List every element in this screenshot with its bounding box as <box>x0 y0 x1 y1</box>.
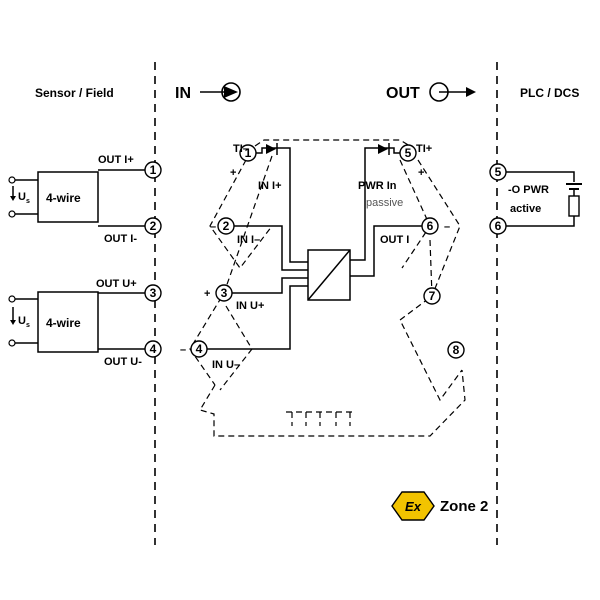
svg-text:2: 2 <box>223 219 230 233</box>
terminal-6: 6 <box>421 217 439 235</box>
field-terminal-t1: 1 <box>144 161 162 179</box>
label-ti-left: TI– <box>233 143 249 155</box>
svg-text:4: 4 <box>196 342 203 356</box>
terminal-2: 2 <box>217 217 235 235</box>
zone-plc-dcs: PLC / DCS <box>520 86 579 100</box>
terminal-4: 4 <box>190 340 208 358</box>
label-in-u-plus: IN U+ <box>236 300 264 312</box>
ex-zone-badge: Ex Zone 2 <box>391 491 488 521</box>
zone-sensor-field: Sensor / Field <box>35 86 114 100</box>
label-active: active <box>510 203 541 215</box>
diode-left-icon <box>266 144 276 154</box>
plc-terminal-6: 6 <box>489 217 507 235</box>
sensor-2: 4-wire Us OUT U+ OUT U- <box>8 278 146 368</box>
diode-right-icon <box>378 144 388 154</box>
svg-text:1: 1 <box>150 163 157 177</box>
label-pwr-active: -O PWR <box>508 184 549 196</box>
svg-text:7: 7 <box>429 289 436 303</box>
zone-in: IN <box>175 85 191 102</box>
zone-out: OUT <box>386 85 420 102</box>
sensor-1: 4-wire Us OUT I+ OUT I- <box>8 154 150 245</box>
zone-label: Zone 2 <box>440 498 488 515</box>
label-plus-5: + <box>418 167 424 179</box>
svg-text:8: 8 <box>453 343 460 357</box>
ex-symbol: Ex <box>405 499 422 514</box>
ex-hexagon-icon <box>391 491 435 521</box>
field-terminal-t2: 2 <box>144 217 162 235</box>
label-in-u-minus: IN U– <box>212 359 240 371</box>
svg-text:6: 6 <box>427 219 434 233</box>
resistor-icon <box>568 195 580 217</box>
sensor-1-us: Us <box>18 191 30 205</box>
field-terminal-t4: 4 <box>144 340 162 358</box>
label-minus-6: – <box>444 221 450 233</box>
out-arrow-icon <box>429 82 476 102</box>
label-minus-4: – <box>180 344 186 356</box>
plc-terminal-5: 5 <box>489 163 507 181</box>
in-arrow-icon <box>200 82 241 102</box>
sensor-2-label: 4-wire <box>46 316 81 330</box>
svg-text:3: 3 <box>150 286 157 300</box>
label-out-i: OUT I <box>380 234 409 246</box>
label-in-i-plus: IN I+ <box>258 180 282 192</box>
svg-text:2: 2 <box>150 219 157 233</box>
label-in-i-minus: IN I– <box>237 234 260 246</box>
terminal-5: 5 <box>399 144 417 162</box>
label-minus-2: – <box>210 221 216 233</box>
svg-text:5: 5 <box>495 165 502 179</box>
label-passive: passive <box>366 197 403 209</box>
label-pwr-in: PWR In <box>358 180 397 192</box>
terminal-7: 7 <box>423 287 441 305</box>
label-plus-1: + <box>230 167 236 179</box>
svg-text:3: 3 <box>221 286 228 300</box>
sensor-1-box <box>37 171 99 223</box>
terminal-8: 8 <box>447 341 465 359</box>
sensor-2-out-top: OUT U+ <box>96 278 137 290</box>
internal-wiring <box>207 143 422 350</box>
svg-text:4: 4 <box>150 342 157 356</box>
sensor-1-out-bottom: OUT I- <box>104 233 137 245</box>
sensor-1-out-top: OUT I+ <box>98 154 134 166</box>
terminal-3: 3 <box>215 284 233 302</box>
isolation-block <box>307 249 351 301</box>
sensor-2-box <box>37 291 99 353</box>
label-ti-right: TI+ <box>416 143 432 155</box>
sensor-1-label: 4-wire <box>46 191 81 205</box>
svg-text:5: 5 <box>405 146 412 160</box>
svg-text:1: 1 <box>245 146 252 160</box>
svg-text:6: 6 <box>495 219 502 233</box>
plc-wiring <box>506 171 582 227</box>
label-plus-3: + <box>204 288 210 300</box>
sensor-2-us: Us <box>18 315 30 329</box>
field-terminal-t3: 3 <box>144 284 162 302</box>
sensor-2-out-bottom: OUT U- <box>104 356 142 368</box>
